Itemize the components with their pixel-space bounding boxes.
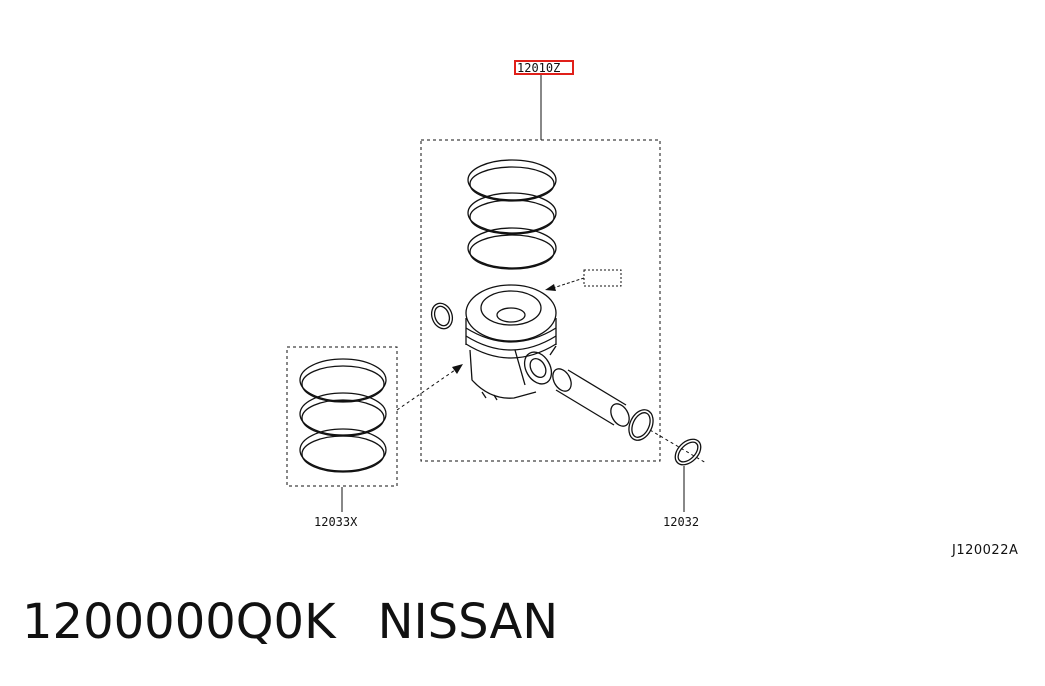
arrow-rings-to-piston (396, 369, 456, 411)
assembly-rings (467, 159, 557, 270)
piston-pin-icon (552, 368, 630, 427)
callout-label-piston-assembly: 12010Z (517, 61, 560, 75)
arrow-to-piston-top (552, 277, 585, 289)
blank-label-box (583, 269, 622, 287)
callout-label-snap-ring[interactable]: 12032 (663, 515, 699, 529)
callout-piston-assembly[interactable]: 12010Z (514, 60, 574, 75)
ring-set-dashed-box (286, 346, 398, 487)
snap-ring-left (430, 302, 454, 330)
ring-set-rings (299, 358, 387, 473)
figure-code: J120022A (952, 543, 1019, 558)
callout-label-ring-set[interactable]: 12033X (314, 515, 358, 529)
part-number: 1200000Q0K (22, 594, 336, 650)
brand-name: NISSAN (377, 594, 559, 650)
piston-icon (465, 284, 557, 401)
snap-ring-right-outer (674, 438, 702, 466)
assembly-dashed-box (420, 139, 661, 462)
callout-highlight-box (514, 60, 574, 75)
footer-title: 1200000Q0K NISSAN (22, 596, 558, 649)
snap-ring-right-inner (628, 409, 654, 441)
arrowhead-rings-to-piston (452, 364, 463, 374)
arrowhead-piston-top (545, 284, 556, 291)
